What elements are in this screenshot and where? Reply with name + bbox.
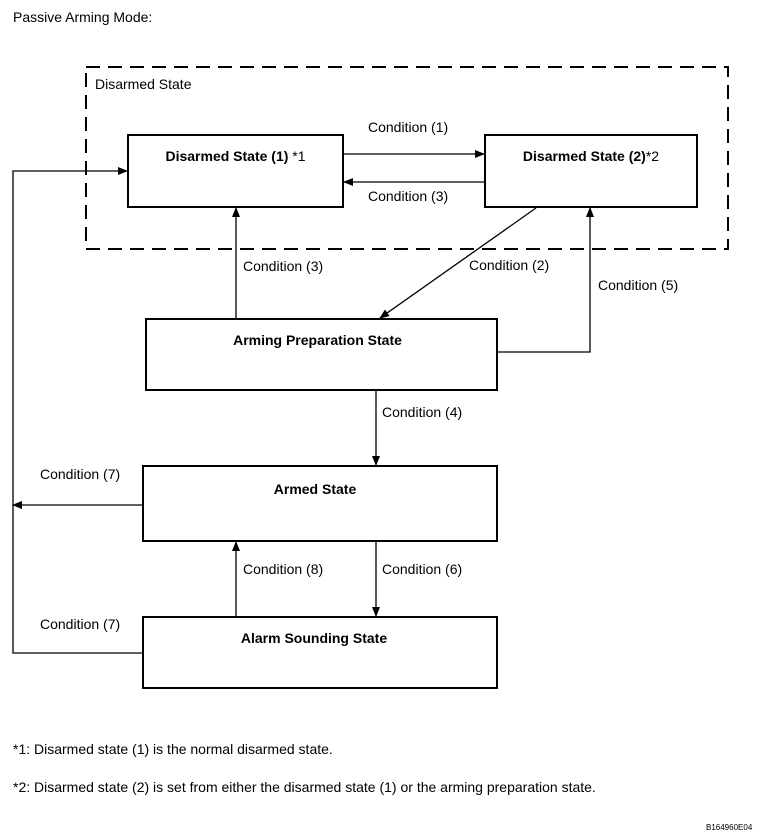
state-arming-preparation-label: Arming Preparation State: [233, 332, 402, 348]
label-condition-7-lower: Condition (7): [40, 616, 121, 632]
label-condition-2: Condition (2): [469, 257, 550, 273]
state-disarmed-1-label: Disarmed State (1): [165, 148, 289, 164]
page-title: Passive Arming Mode:: [13, 9, 153, 25]
state-alarm-sounding: Alarm Sounding State: [142, 616, 498, 689]
state-alarm-sounding-label: Alarm Sounding State: [240, 630, 388, 646]
state-disarmed-1: Disarmed State (1) *1: [127, 134, 344, 208]
state-armed-label: Armed State: [273, 481, 357, 497]
disarmed-group-label: Disarmed State: [95, 76, 192, 92]
label-condition-3-top: Condition (3): [368, 188, 449, 204]
arrow-condition-5: [498, 207, 594, 353]
label-condition-8: Condition (8): [243, 561, 324, 577]
label-condition-3-left: Condition (3): [243, 258, 324, 274]
footnote-2: *2: Disarmed state (2) is set from eithe…: [13, 779, 596, 795]
footnote-1: *1: Disarmed state (1) is the normal dis…: [13, 741, 333, 757]
state-arming-preparation: Arming Preparation State: [145, 318, 498, 391]
state-armed: Armed State: [142, 465, 498, 542]
label-condition-4: Condition (4): [382, 404, 463, 420]
arrow-condition-7-lower: [12, 167, 142, 654]
state-disarmed-2-label: Disarmed State (2): [522, 148, 646, 164]
state-disarmed-2: Disarmed State (2)*2: [484, 134, 698, 208]
label-condition-6: Condition (6): [382, 561, 463, 577]
label-condition-5: Condition (5): [598, 277, 679, 293]
label-condition-7-upper: Condition (7): [40, 466, 121, 482]
disarmed-group-boundary: [85, 66, 729, 250]
label-condition-1: Condition (1): [368, 119, 449, 135]
arrow-condition-2: [379, 207, 537, 319]
state-disarmed-1-note: *1: [292, 148, 306, 164]
state-disarmed-2-note: *2: [645, 148, 660, 164]
figure-code: B164960E04: [706, 823, 753, 832]
